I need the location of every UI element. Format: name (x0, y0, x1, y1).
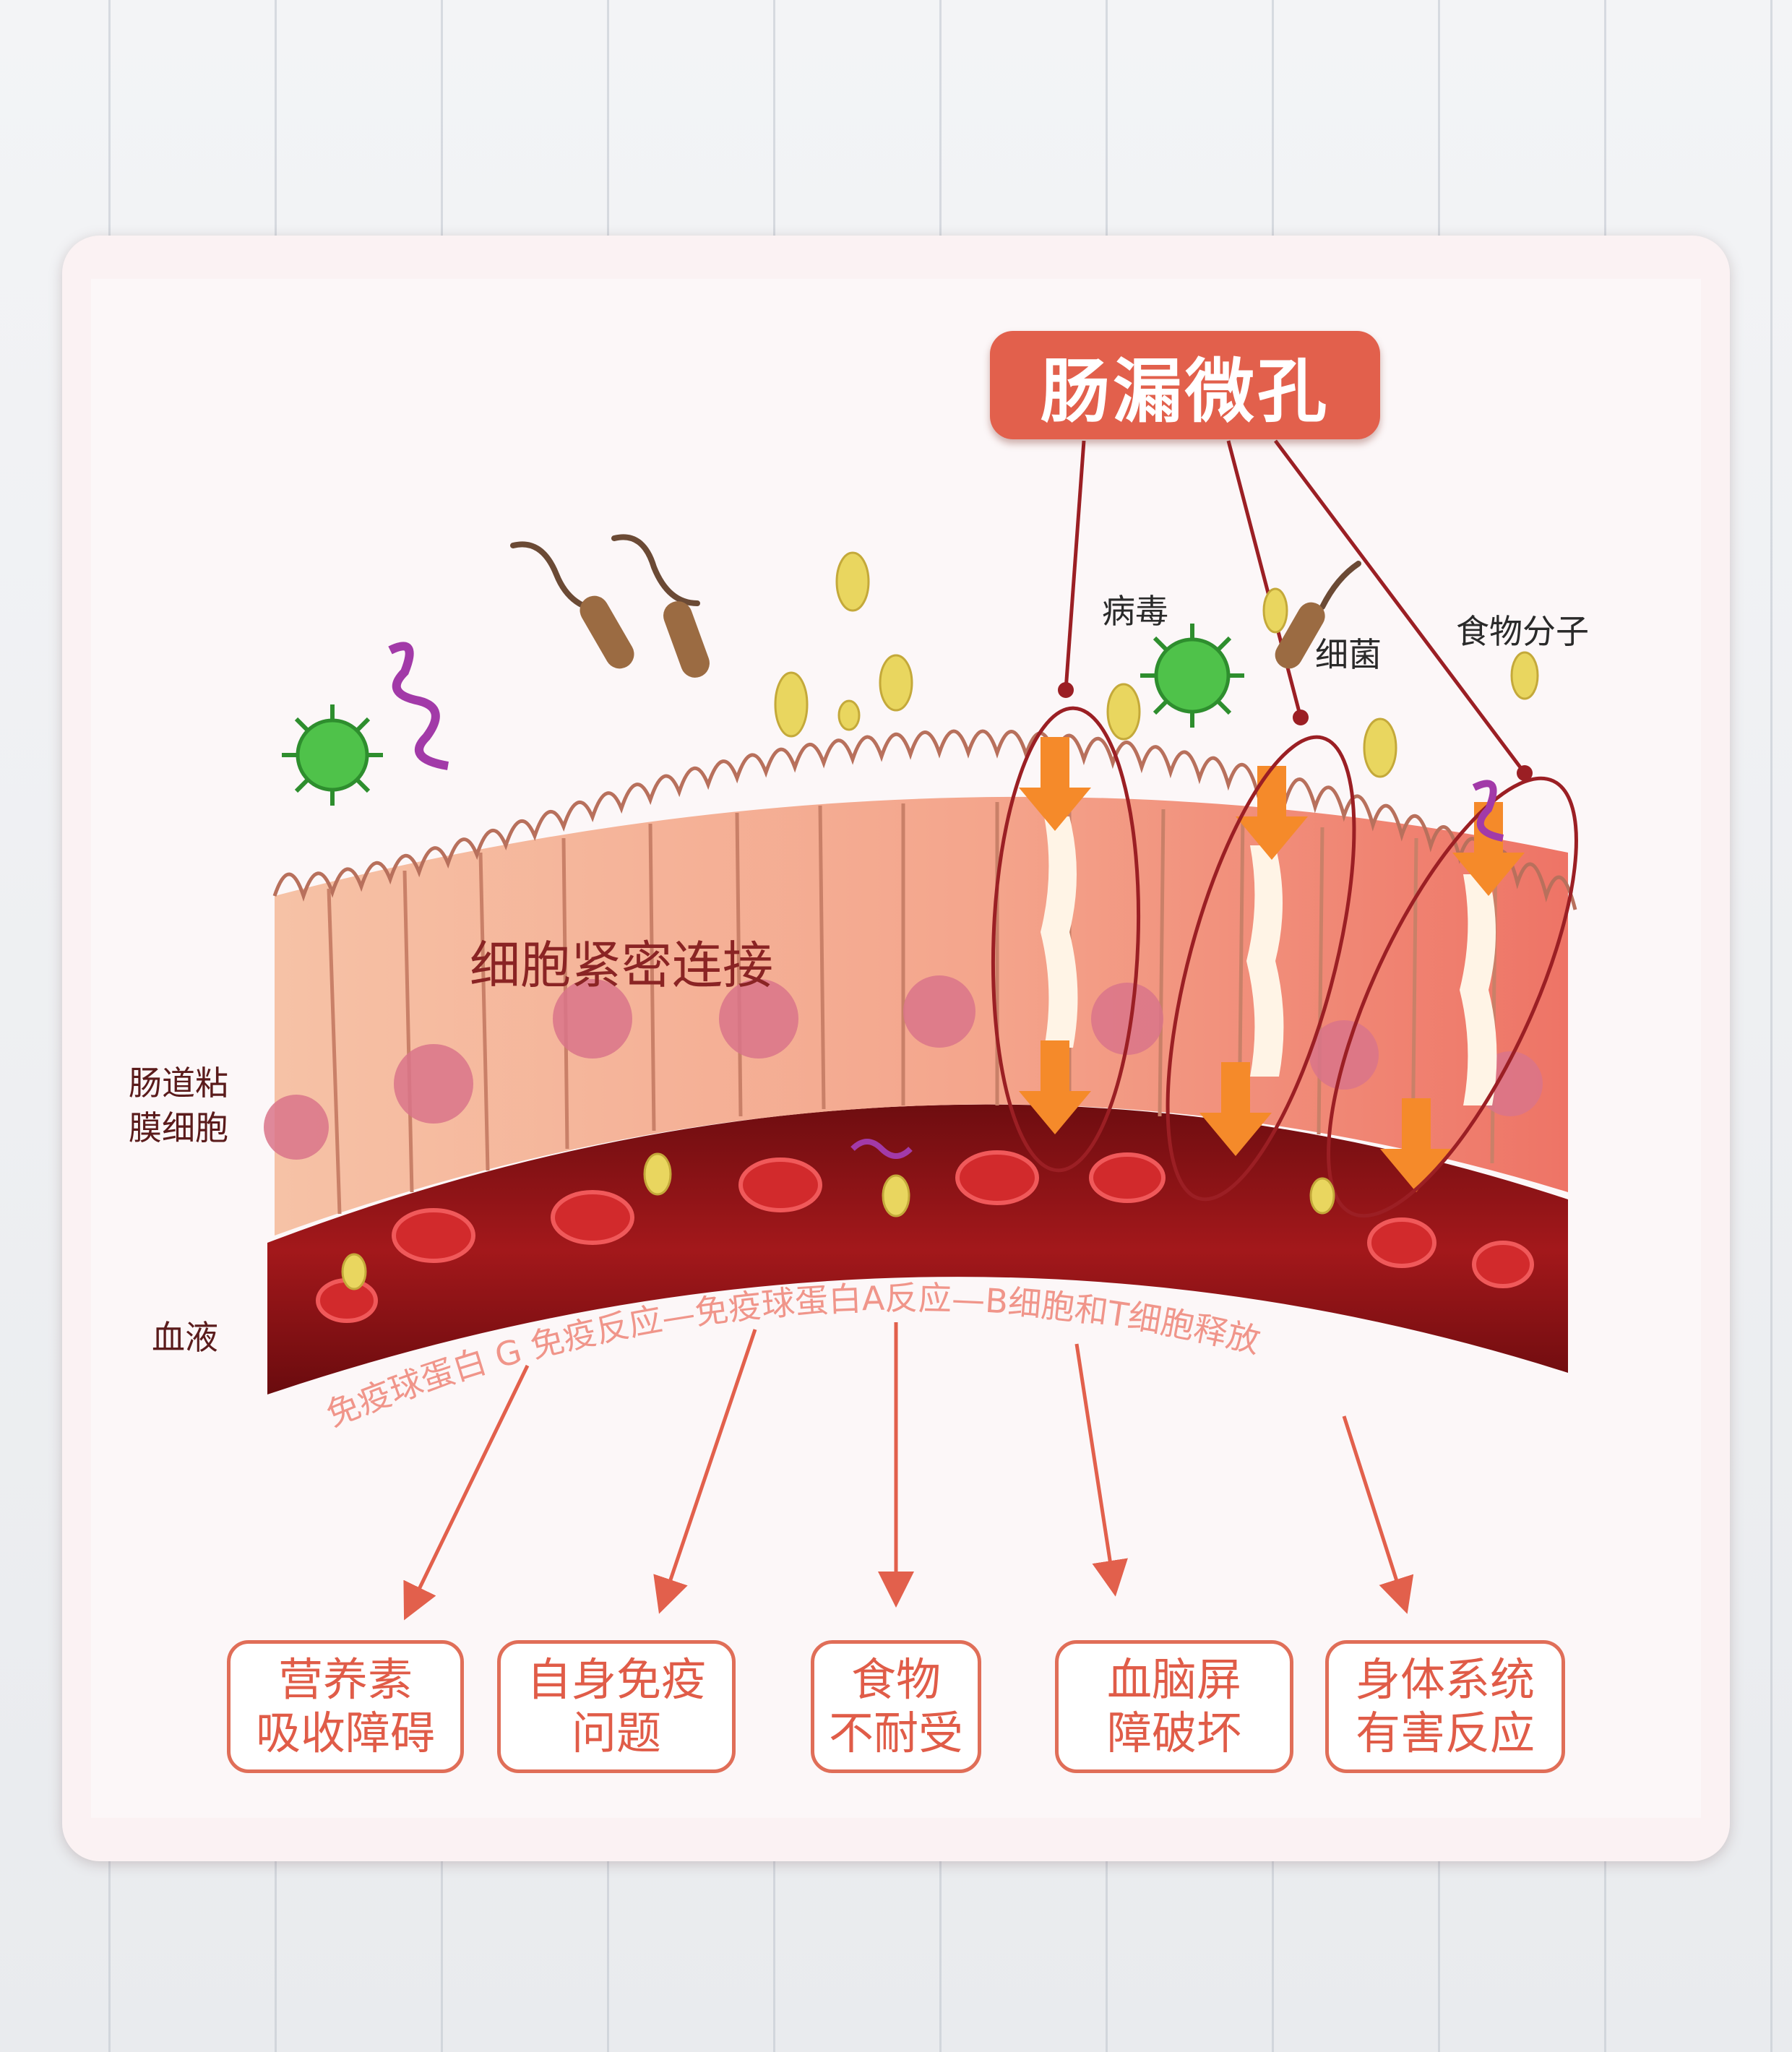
label-mucosa-cells: 肠道粘 膜细胞 (129, 1061, 228, 1150)
title-badge: 肠漏微孔 (990, 331, 1380, 439)
spirochete-icon (388, 642, 1504, 1159)
label-food-molecule: 食物分子 (1456, 612, 1589, 651)
outcome-line2: 吸收障碍 (255, 1707, 435, 1759)
title-pointer-lines (1064, 439, 1526, 775)
outcome-systemic-reaction: 身体系统 有害反应 (1325, 1640, 1565, 1773)
microvilli (272, 729, 1577, 910)
leak-arrows (1019, 737, 1525, 1192)
label-virus: 病毒 (1102, 592, 1168, 631)
virus-icon-2 (1140, 624, 1244, 728)
outcome-blood-brain-barrier: 血脑屏 障破坏 (1055, 1640, 1293, 1773)
virus-icon (282, 704, 383, 806)
outcome-line1: 身体系统 (1355, 1653, 1535, 1706)
outcome-line1: 自身免疫 (526, 1653, 706, 1706)
label-mucosa-line1: 肠道粘 (129, 1064, 228, 1103)
outcome-food-intolerance: 食物 不耐受 (811, 1640, 981, 1773)
leak-highlight-ellipses (991, 706, 1578, 1218)
cell-nuclei (264, 975, 1543, 1160)
outcome-line2: 问题 (571, 1707, 661, 1759)
pointer-dots (1058, 682, 1533, 781)
red-blood-cells (316, 1150, 1534, 1323)
outcome-line1: 食物 (850, 1653, 941, 1706)
label-tight-junction: 细胞紧密连接 (470, 936, 773, 995)
label-mucosa-line2: 膜细胞 (129, 1108, 228, 1147)
title-text: 肠漏微孔 (1041, 350, 1330, 432)
outcome-line2: 不耐受 (828, 1707, 963, 1759)
food-molecules (341, 551, 1539, 1290)
outcome-nutrient-absorption: 营养素 吸收障碍 (227, 1640, 464, 1773)
outcome-line2: 有害反应 (1355, 1707, 1535, 1759)
outcome-line1: 血脑屏 (1106, 1653, 1241, 1706)
outcome-arrows (403, 1322, 1414, 1621)
label-blood: 血液 (152, 1318, 218, 1357)
label-bacteria: 细菌 (1315, 635, 1382, 674)
outcome-line2: 障破坏 (1106, 1707, 1241, 1759)
outcome-line1: 营养素 (277, 1653, 413, 1706)
bacteria-icon (510, 534, 1361, 678)
outcome-autoimmune: 自身免疫 问题 (497, 1640, 736, 1773)
leak-channels (1041, 816, 1497, 1105)
